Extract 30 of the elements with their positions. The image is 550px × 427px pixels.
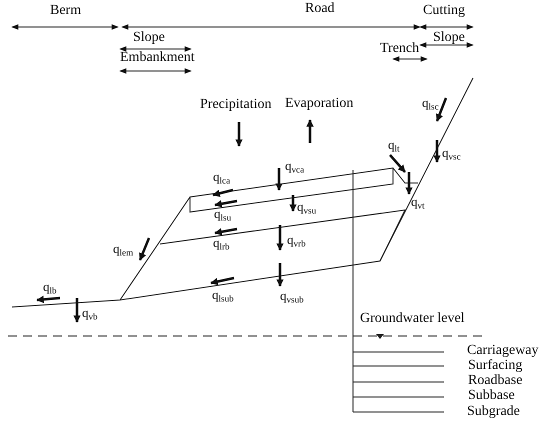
flux-label: q$_{lrb}$	[213, 236, 230, 252]
flux-label: q$_{lt}$	[388, 138, 400, 154]
zone-label: Cutting	[423, 4, 466, 18]
layer-label: Roadbase	[468, 374, 522, 388]
layer-label: Subbase	[468, 389, 515, 403]
process-label: Precipitation	[200, 98, 272, 112]
zone-label: Road	[305, 2, 335, 16]
zone-label: Slope	[133, 31, 165, 45]
water-level-label: Groundwater level	[360, 312, 465, 326]
layer-label: Carriageway	[467, 344, 539, 358]
flux-label: q$_{lsc}$	[422, 96, 439, 112]
flux-label: q$_{vca}$	[285, 159, 304, 174]
zone-label: Embankment	[120, 51, 195, 65]
layer-label: Surfacing	[468, 359, 522, 373]
flux-label: q$_{vb}$	[82, 306, 98, 322]
flux-label: q$_{lem}$	[113, 242, 134, 258]
flux-label: q$_{lb}$	[43, 280, 57, 296]
zone-label: Berm	[50, 4, 82, 18]
flux-label: q$_{vsu}$	[297, 200, 316, 216]
flux-label: q$_{vrb}$	[287, 233, 306, 248]
process-label: Evaporation	[285, 97, 354, 111]
flux-label: q$_{lsub}$	[212, 288, 234, 304]
flux-label: q$_{vt}$	[411, 195, 425, 210]
zone-label: Slope	[433, 31, 465, 45]
zone-label: Trench	[380, 42, 420, 56]
layer-label: Subgrade	[467, 405, 520, 419]
flux-label: q$_{vsc}$	[442, 146, 461, 162]
flux-label: q$_{lsu}$	[214, 207, 232, 222]
flux-label: q$_{vsub}$	[280, 289, 304, 304]
flux-label: q$_{lca}$	[213, 170, 230, 186]
